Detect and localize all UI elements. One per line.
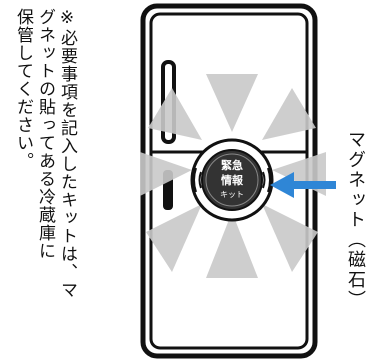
kit-sticker-line-2: 情報 xyxy=(221,173,244,187)
magnet-arrow xyxy=(270,172,336,198)
magnet-label: マグネット（磁石） xyxy=(345,130,366,310)
kit-sticker xyxy=(201,149,263,211)
kit-sticker-line-3: キット xyxy=(220,190,244,199)
notice-line-1: ※必要事項を記入したキットは、マ xyxy=(57,8,77,299)
kit-sticker-line-1: 緊急 xyxy=(221,158,243,172)
notice-line-2: グネットの貼ってある冷蔵庫に xyxy=(35,8,55,260)
notice-line-3: 保管してください。 xyxy=(13,8,33,170)
